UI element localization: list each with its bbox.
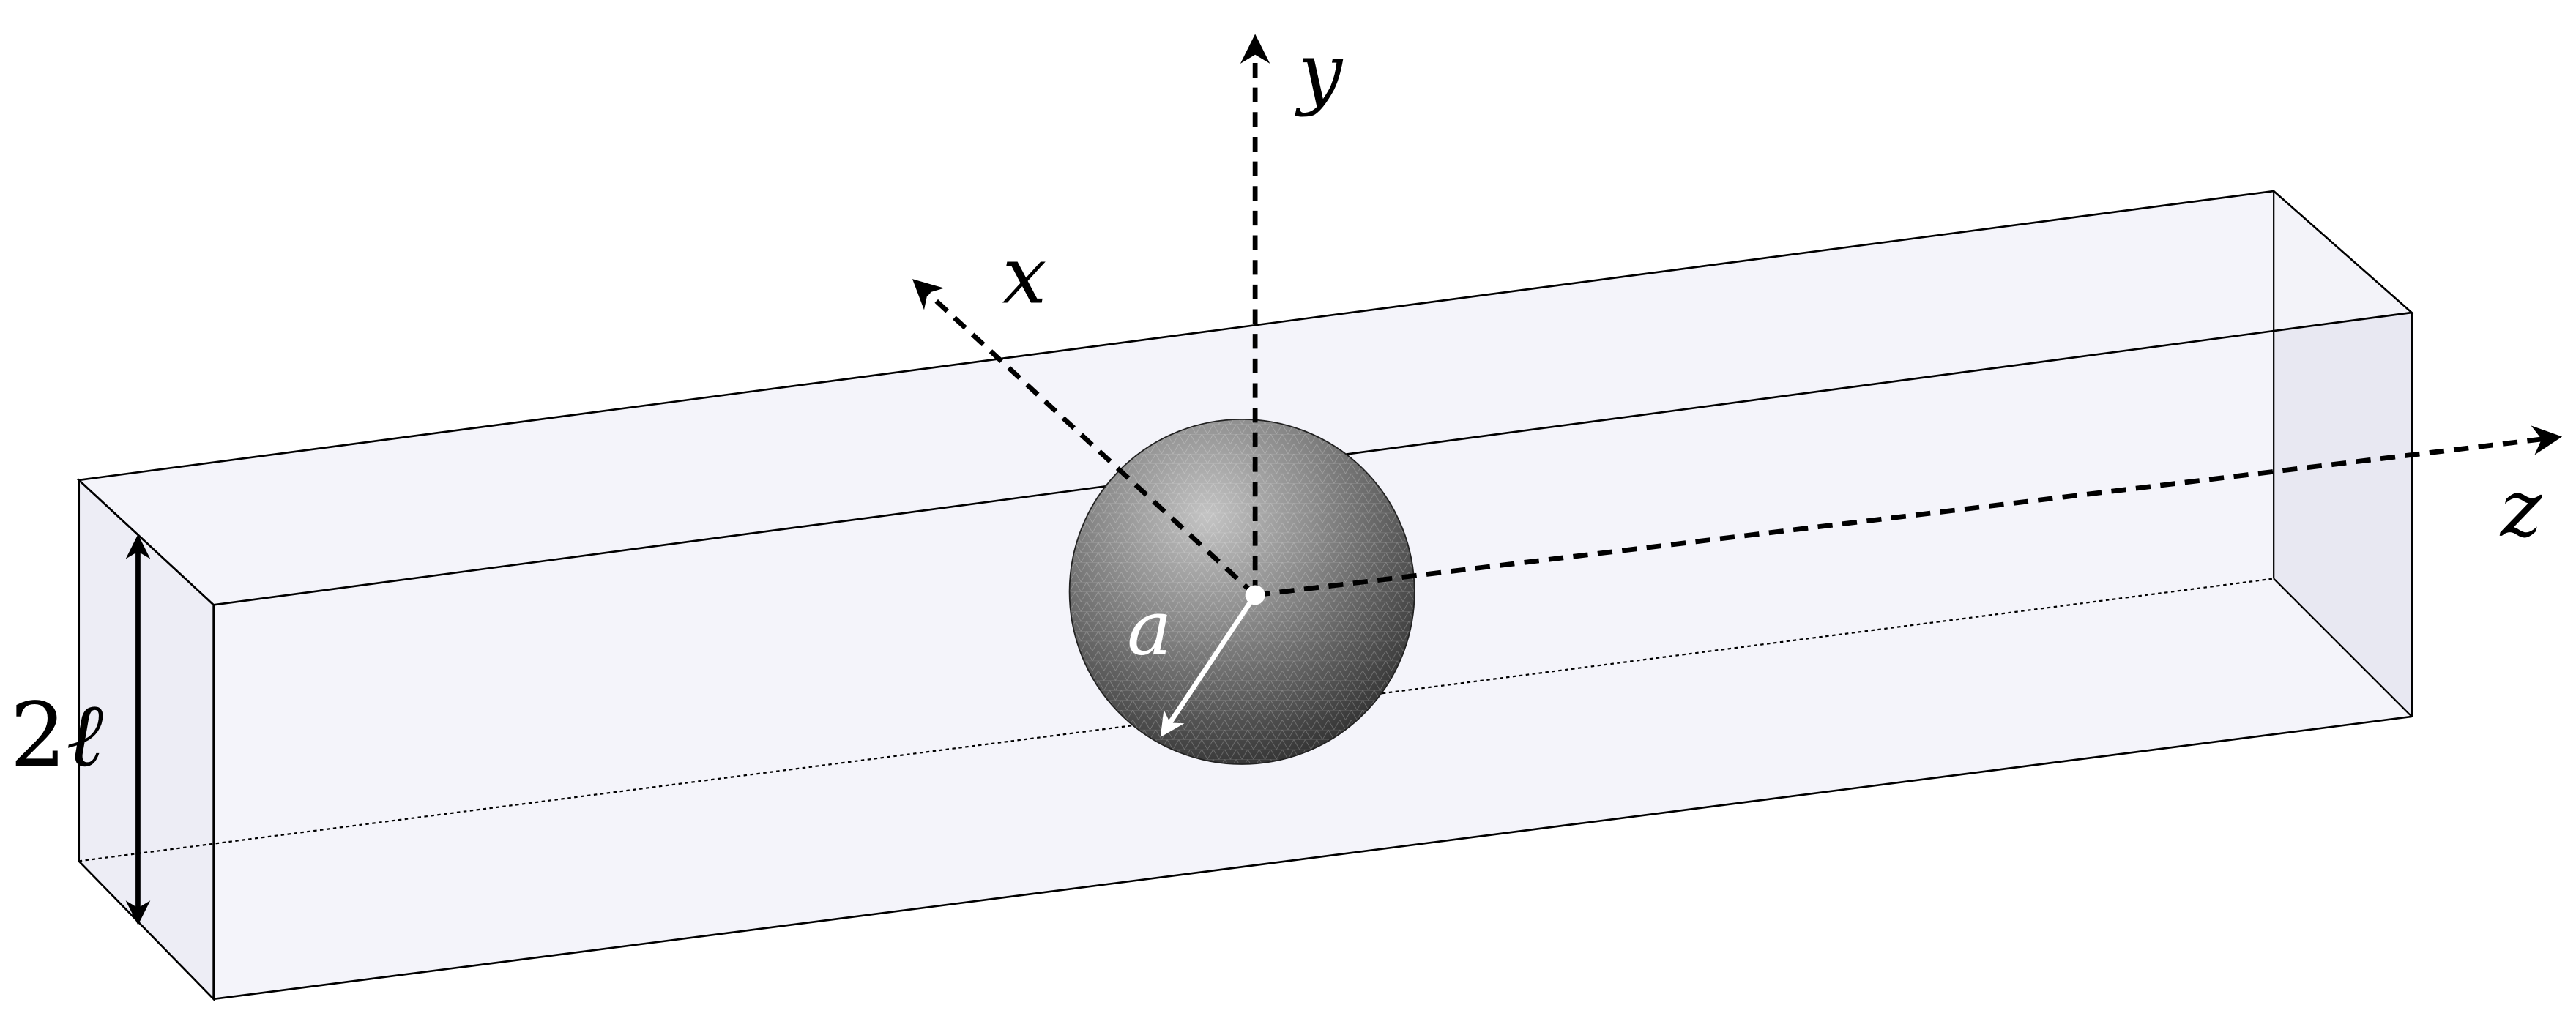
height-label-number: 2 [10, 684, 66, 787]
sphere-outline [1068, 418, 1415, 765]
radius-label: a [1127, 585, 1172, 673]
z-axis [1254, 425, 2563, 598]
y-axis-label: y [1295, 26, 1343, 118]
z-axis-label: z [2499, 463, 2543, 555]
duct-front-bottom-edge [213, 715, 2412, 1001]
height-label: 2ℓ [10, 684, 103, 787]
height-label-symbol: ℓ [67, 684, 103, 787]
x-axis-label: x [1002, 231, 1047, 322]
sphere-radius: a [1127, 585, 1265, 737]
x-axis [912, 279, 1257, 597]
duct-right-bottom-edge [2273, 578, 2413, 717]
radius-arrow [1160, 594, 1257, 737]
coordinate-axes: y x z [912, 26, 2563, 598]
duct-height-dimension: 2ℓ [10, 534, 151, 925]
